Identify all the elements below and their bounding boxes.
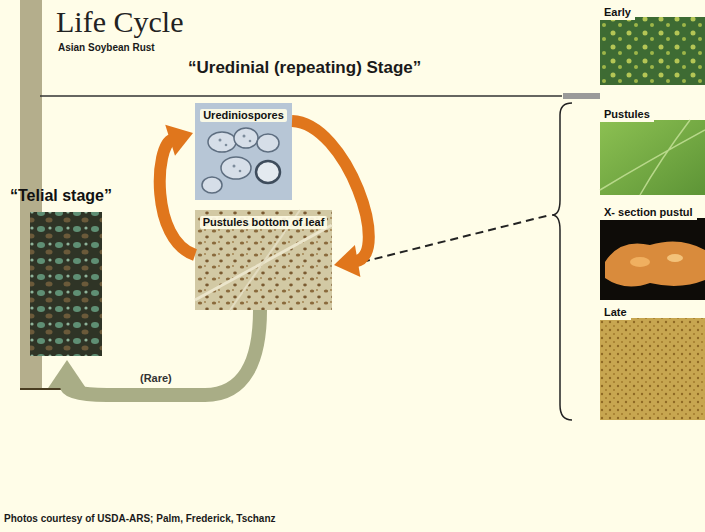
photo-caption: Urediniospores [200, 109, 287, 122]
photo-panel: X- section pustul [600, 202, 705, 300]
arrow-body [292, 121, 369, 261]
cycle-arrow [48, 310, 260, 395]
photo-caption: X- section pustul [600, 205, 697, 220]
photo-caption: “Telial stage” [8, 186, 112, 205]
photo-caption: Pustules [600, 107, 654, 122]
photo-panel: “Telial stage” [8, 186, 126, 358]
bracket [552, 103, 572, 420]
late-photo [600, 318, 705, 420]
cycle-arrow [292, 121, 369, 277]
title: Life Cycle [56, 4, 183, 40]
arrow-head [334, 245, 360, 277]
arrow-head [48, 360, 86, 388]
cycle-arrow [160, 125, 195, 255]
credit-note: Photos courtesy of USDA-ARS; Palm, Frede… [4, 513, 276, 525]
photo-panel: Early [600, 2, 705, 85]
photo-panel: Late [600, 302, 705, 420]
telial-photo [30, 212, 102, 356]
header-rule [40, 95, 562, 97]
spore-photo [195, 103, 292, 200]
arrow-body [67, 310, 260, 395]
dashed-leader [362, 215, 550, 262]
photo-caption: Early [600, 5, 635, 20]
photo-caption: Late [600, 305, 631, 320]
photo-panel: Urediniospores [195, 103, 292, 200]
stage-label: “Uredinial (repeating) Stage” [188, 58, 421, 78]
photo-caption: Pustules bottom of leaf [200, 216, 328, 229]
leaf-photo [195, 210, 332, 310]
cross-section-photo [600, 218, 705, 300]
early-photo [600, 17, 705, 85]
pustules-photo [600, 120, 705, 195]
subtitle: Asian Soybean Rust [58, 42, 155, 54]
photo-panel: Pustules [600, 104, 705, 195]
arrow-head [165, 125, 193, 156]
edge-label: (Rare) [138, 372, 174, 385]
photo-panel: Pustules bottom of leaf [195, 210, 332, 310]
arrow-body [160, 140, 195, 255]
rule-bar [563, 93, 600, 99]
